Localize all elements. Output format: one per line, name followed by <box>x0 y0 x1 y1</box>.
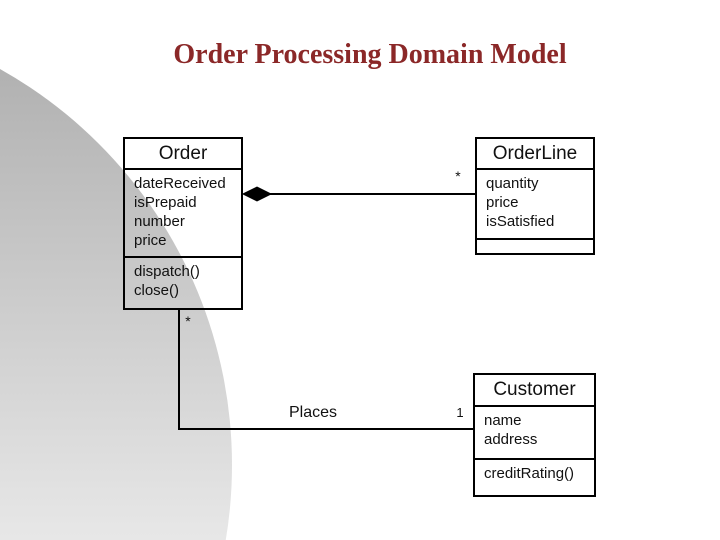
class-operations-order: dispatch() close() <box>125 256 241 308</box>
multiplicity-customer: 1 <box>456 405 464 420</box>
class-attributes-customer: name address <box>475 405 594 458</box>
member-item: number <box>134 213 185 230</box>
class-operations-orderline <box>477 238 593 251</box>
member-item: dispatch() <box>134 263 200 280</box>
multiplicity-order: * <box>185 313 191 329</box>
uml-class-order: Order dateReceived isPrepaid number price d… <box>123 137 243 310</box>
page-title: Order Processing Domain Model <box>173 39 567 70</box>
association-line-order-customer <box>178 309 474 430</box>
aggregation-diamond-icon <box>241 186 273 202</box>
class-name-customer: Customer <box>493 379 576 400</box>
member-item: close() <box>134 282 180 299</box>
class-name-orderline: OrderLine <box>492 142 578 164</box>
uml-class-orderline: OrderLine quantity price isSatisfied <box>475 137 595 255</box>
member-item: isSatisfied <box>486 213 555 230</box>
class-attributes-order: dateReceived isPrepaid number price <box>125 168 241 256</box>
member-item: name <box>484 412 522 429</box>
member-item: address <box>484 431 538 448</box>
member-item: price <box>486 194 519 211</box>
association-label-places: Places <box>288 404 338 421</box>
class-name-order: Order <box>158 142 208 164</box>
member-item: quantity <box>486 175 539 192</box>
multiplicity-orderline: * <box>455 168 461 184</box>
class-operations-customer: creditRating() <box>475 458 594 493</box>
uml-class-customer: Customer name address creditRating() <box>473 373 596 497</box>
member-item: price <box>134 232 167 249</box>
class-attributes-orderline: quantity price isSatisfied <box>477 168 593 238</box>
member-item: dateReceived <box>134 175 226 192</box>
member-item: isPrepaid <box>134 194 197 211</box>
member-item: creditRating() <box>484 465 575 482</box>
